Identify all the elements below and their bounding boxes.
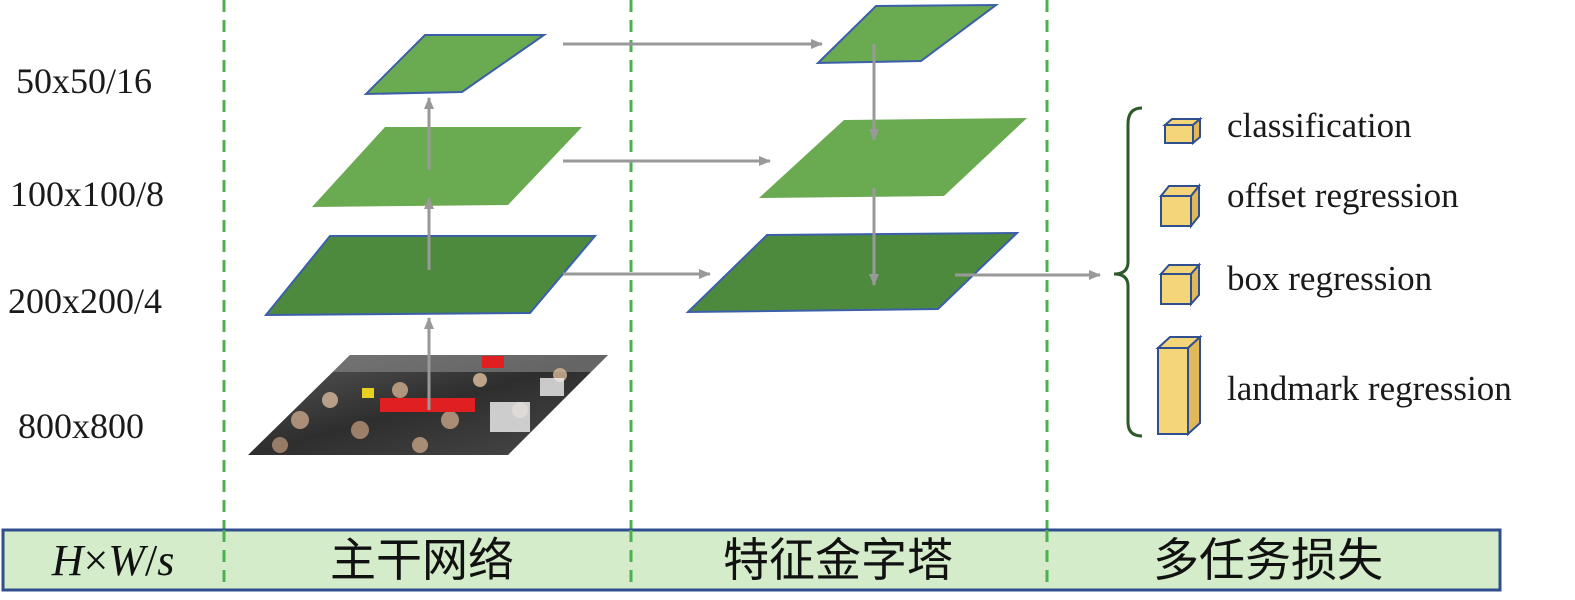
landmark-regression-label: landmark regression xyxy=(1227,369,1512,408)
box-regression-label: box regression xyxy=(1227,259,1432,298)
landmark-regression-cube-icon xyxy=(1155,334,1203,437)
offset-regression-cube-icon xyxy=(1158,183,1202,229)
footer-scale-formula: H×W/s xyxy=(51,536,175,585)
footer-fpn-label: 特征金字塔 xyxy=(723,533,953,587)
backbone-plane-50 xyxy=(363,34,548,96)
fpn-plane-200 xyxy=(685,231,1020,314)
backbone-plane-100 xyxy=(312,127,582,207)
footer-backbone-label: 主干网络 xyxy=(330,533,514,587)
fpn-plane-50 xyxy=(815,3,1000,65)
box-regression-cube-icon xyxy=(1158,262,1202,307)
scale-label-200: 200x200/4 xyxy=(8,281,162,321)
scale-label-50: 50x50/16 xyxy=(16,61,152,101)
scale-label-800: 800x800 xyxy=(18,406,144,446)
fpn-plane-100 xyxy=(759,118,1027,198)
classification-cube-icon xyxy=(1162,116,1203,146)
offset-regression-label: offset regression xyxy=(1227,176,1459,215)
heads-brace xyxy=(1113,106,1143,438)
footer-bar xyxy=(1,528,1502,592)
footer-multitask-loss-label: 多任务损失 xyxy=(1153,533,1383,587)
classification-label: classification xyxy=(1227,106,1412,145)
backbone-plane-200 xyxy=(263,235,598,317)
scale-label-100: 100x100/8 xyxy=(10,174,164,214)
